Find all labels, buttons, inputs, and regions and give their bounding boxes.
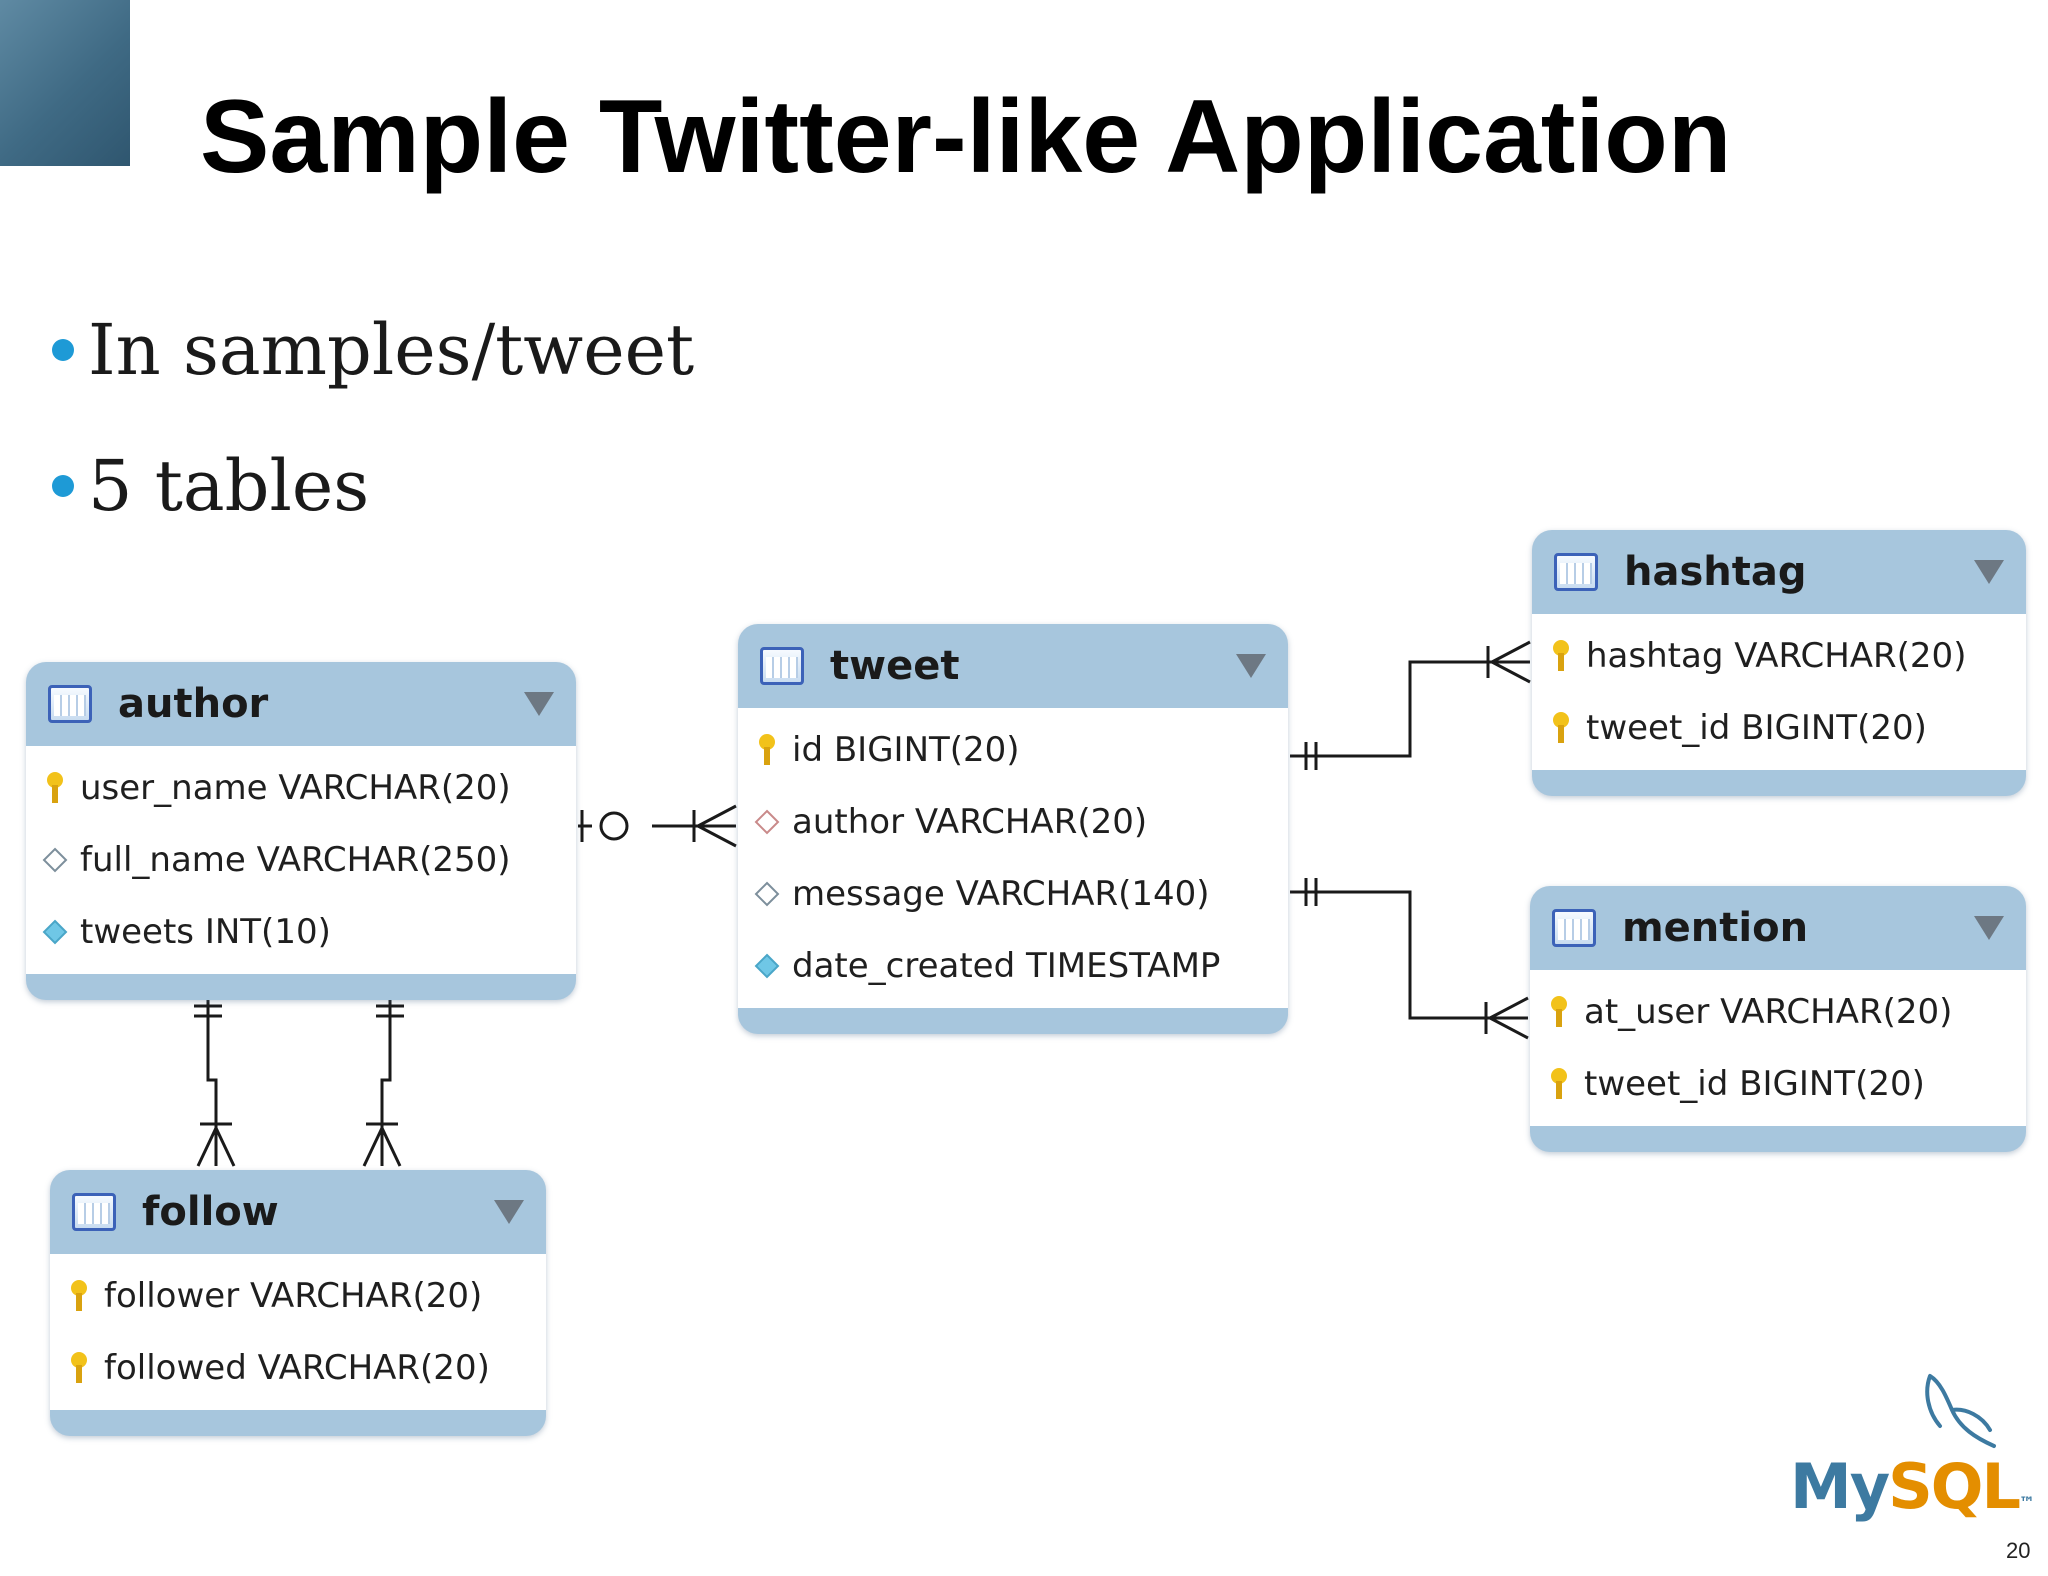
table-icon — [1554, 553, 1598, 591]
column-row: id BIGINT(20) — [738, 714, 1288, 786]
dolphin-icon — [1925, 1374, 1996, 1448]
column-label: date_created TIMESTAMP — [792, 946, 1221, 986]
column-label: followed VARCHAR(20) — [104, 1348, 490, 1388]
column-row: message VARCHAR(140) — [738, 858, 1288, 930]
column-list: at_user VARCHAR(20) tweet_id BIGINT(20) — [1530, 970, 2026, 1126]
entity-follow[interactable]: follow follower VARCHAR(20) followed VAR… — [50, 1170, 546, 1436]
entity-name: tweet — [830, 643, 960, 689]
dropdown-arrow-icon[interactable] — [1974, 916, 2004, 940]
entity-tweet[interactable]: tweet id BIGINT(20) author VARCHAR(20) m… — [738, 624, 1288, 1034]
key-icon — [1553, 712, 1569, 743]
diamond-outline-icon — [42, 847, 68, 873]
table-icon — [72, 1193, 116, 1231]
key-icon — [1551, 996, 1567, 1027]
entity-header: mention — [1530, 886, 2026, 970]
column-list: follower VARCHAR(20) followed VARCHAR(20… — [50, 1254, 546, 1410]
entity-name: mention — [1622, 905, 1809, 951]
column-row: author VARCHAR(20) — [738, 786, 1288, 858]
relationship-author-tweet — [578, 804, 737, 848]
key-icon — [1551, 1068, 1567, 1099]
key-icon — [47, 772, 63, 803]
dropdown-arrow-icon[interactable] — [494, 1200, 524, 1224]
column-label: tweet_id BIGINT(20) — [1584, 1064, 1925, 1104]
column-label: at_user VARCHAR(20) — [1584, 992, 1953, 1032]
column-row: follower VARCHAR(20) — [50, 1260, 546, 1332]
column-label: hashtag VARCHAR(20) — [1586, 636, 1967, 676]
entity-header: tweet — [738, 624, 1288, 708]
dropdown-arrow-icon[interactable] — [1236, 654, 1266, 678]
column-label: full_name VARCHAR(250) — [80, 840, 511, 880]
column-row: tweets INT(10) — [26, 896, 576, 968]
entity-name: author — [118, 681, 269, 727]
slide-title: Sample Twitter-like Application — [200, 79, 1732, 195]
table-icon — [760, 647, 804, 685]
entity-header: author — [26, 662, 576, 746]
bullet-text: 5 tables — [88, 445, 370, 527]
diamond-filled-icon — [754, 953, 780, 979]
entity-header: hashtag — [1532, 530, 2026, 614]
table-icon — [48, 685, 92, 723]
bullet-dot-icon — [52, 339, 74, 361]
column-row: date_created TIMESTAMP — [738, 930, 1288, 1002]
bullet-item: In samples/tweet — [52, 302, 694, 398]
column-row: tweet_id BIGINT(20) — [1530, 1048, 2026, 1120]
column-list: hashtag VARCHAR(20) tweet_id BIGINT(20) — [1532, 614, 2026, 770]
mysql-wordmark-my: My — [1790, 1450, 1890, 1523]
column-label: author VARCHAR(20) — [792, 802, 1148, 842]
column-list: id BIGINT(20) author VARCHAR(20) message… — [738, 708, 1288, 1008]
diamond-filled-icon — [42, 919, 68, 945]
key-icon — [71, 1352, 87, 1383]
column-row: hashtag VARCHAR(20) — [1532, 620, 2026, 692]
column-label: user_name VARCHAR(20) — [80, 768, 511, 808]
bullet-dot-icon — [52, 475, 74, 497]
bullet-item: 5 tables — [52, 438, 694, 534]
mysql-trademark: ™ — [2019, 1493, 2035, 1512]
entity-hashtag[interactable]: hashtag hashtag VARCHAR(20) tweet_id BIG… — [1532, 530, 2026, 796]
entity-mention[interactable]: mention at_user VARCHAR(20) tweet_id BIG… — [1530, 886, 2026, 1152]
mysql-wordmark: MySQL™ — [1790, 1450, 2035, 1523]
relationship-tweet-hashtag — [1290, 640, 1531, 770]
relationship-tweet-mention — [1290, 878, 1529, 1040]
mysql-logo: MySQL™ — [1790, 1372, 2035, 1532]
key-icon — [1553, 640, 1569, 671]
column-row: full_name VARCHAR(250) — [26, 824, 576, 896]
column-row: tweet_id BIGINT(20) — [1532, 692, 2026, 764]
column-list: user_name VARCHAR(20) full_name VARCHAR(… — [26, 746, 576, 974]
page-number: 20 — [2006, 1538, 2031, 1563]
mysql-wordmark-sql: SQL — [1888, 1450, 2021, 1523]
table-icon — [1552, 909, 1596, 947]
bullet-text: In samples/tweet — [88, 309, 695, 391]
diamond-foreign-icon — [754, 809, 780, 835]
column-label: id BIGINT(20) — [792, 730, 1020, 770]
column-row: followed VARCHAR(20) — [50, 1332, 546, 1404]
relationship-author-follow-follower — [194, 990, 236, 1167]
diamond-outline-icon — [754, 881, 780, 907]
key-icon — [759, 734, 775, 765]
column-row: at_user VARCHAR(20) — [1530, 976, 2026, 1048]
corner-accent-block — [0, 0, 130, 166]
column-label: follower VARCHAR(20) — [104, 1276, 483, 1316]
column-label: message VARCHAR(140) — [792, 874, 1210, 914]
entity-name: hashtag — [1624, 549, 1807, 595]
key-icon — [71, 1280, 87, 1311]
column-row: user_name VARCHAR(20) — [26, 752, 576, 824]
bullet-list: In samples/tweet 5 tables — [52, 302, 694, 574]
column-label: tweets INT(10) — [80, 912, 331, 952]
dropdown-arrow-icon[interactable] — [1974, 560, 2004, 584]
relationship-author-follow-followed — [362, 990, 404, 1167]
entity-author[interactable]: author user_name VARCHAR(20) full_name V… — [26, 662, 576, 1000]
column-label: tweet_id BIGINT(20) — [1586, 708, 1927, 748]
entity-name: follow — [142, 1189, 279, 1235]
dropdown-arrow-icon[interactable] — [524, 692, 554, 716]
entity-header: follow — [50, 1170, 546, 1254]
